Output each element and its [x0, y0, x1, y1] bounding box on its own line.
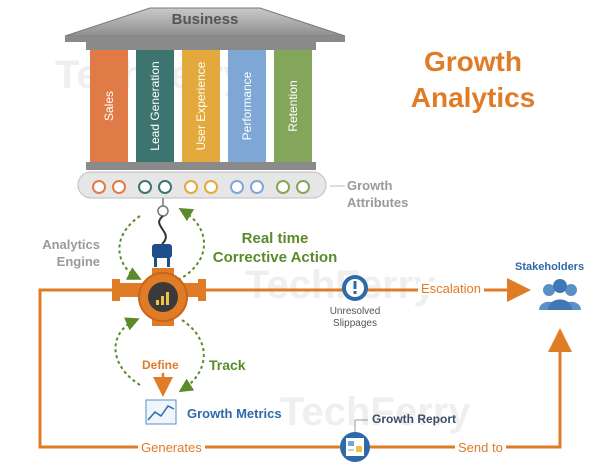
attribute-circle-1-1: [158, 180, 172, 194]
attribute-circle-0-0: [92, 180, 106, 194]
pillar-3: [228, 50, 266, 162]
growth-attributes-label: Growth Attributes: [347, 178, 409, 210]
pillar-label-0: Sales: [102, 90, 116, 122]
pillar-0: [90, 50, 128, 162]
people-icon: [539, 279, 581, 310]
attribute-circle-2-1: [204, 180, 218, 194]
pillar-label-1: Lead Generation: [148, 61, 162, 151]
attribute-circle-3-0: [230, 180, 244, 194]
watermark-bottom: TechFerry: [280, 390, 471, 434]
metrics-chart-icon: [145, 399, 177, 425]
page-title: Growth Analytics: [410, 46, 536, 113]
report-icon: [340, 432, 370, 462]
define-label: Define: [142, 358, 179, 372]
pillar-2: [182, 50, 220, 162]
attribute-circle-0-1: [112, 180, 126, 194]
analytics-engine-label: Analytics Engine: [42, 237, 100, 269]
realtime-corrective-label: Real time Corrective Action: [212, 230, 338, 266]
growth-report-label: Growth Report: [372, 412, 456, 426]
growth-metrics-label: Growth Metrics: [187, 406, 282, 421]
pillar-label-2: User Experience: [194, 61, 208, 151]
track-label: Track: [209, 357, 246, 373]
stakeholders-label: Stakeholders: [515, 261, 585, 273]
gear-chart-icon: [112, 268, 206, 326]
pillar-4: [274, 50, 312, 162]
pillar-1: [136, 50, 174, 162]
business-label: Business: [171, 11, 239, 28]
attribute-circle-3-1: [250, 180, 264, 194]
generates-label: Generates: [138, 441, 205, 454]
escalation-label: Escalation: [418, 282, 484, 295]
pillar-label-3: Performance: [240, 71, 254, 141]
watermark-middle: TechFerry: [245, 263, 436, 307]
attribute-circle-4-0: [276, 180, 290, 194]
attribute-circle-2-0: [184, 180, 198, 194]
pillar-label-4: Retention: [286, 80, 300, 132]
alert-icon: [342, 275, 368, 301]
send-to-label: Send to: [455, 441, 506, 454]
plug-icon: [152, 244, 172, 267]
attribute-circle-1-0: [138, 180, 152, 194]
attribute-circle-4-1: [296, 180, 310, 194]
unresolved-slippages-label: Unresolved Slippages: [329, 306, 381, 329]
